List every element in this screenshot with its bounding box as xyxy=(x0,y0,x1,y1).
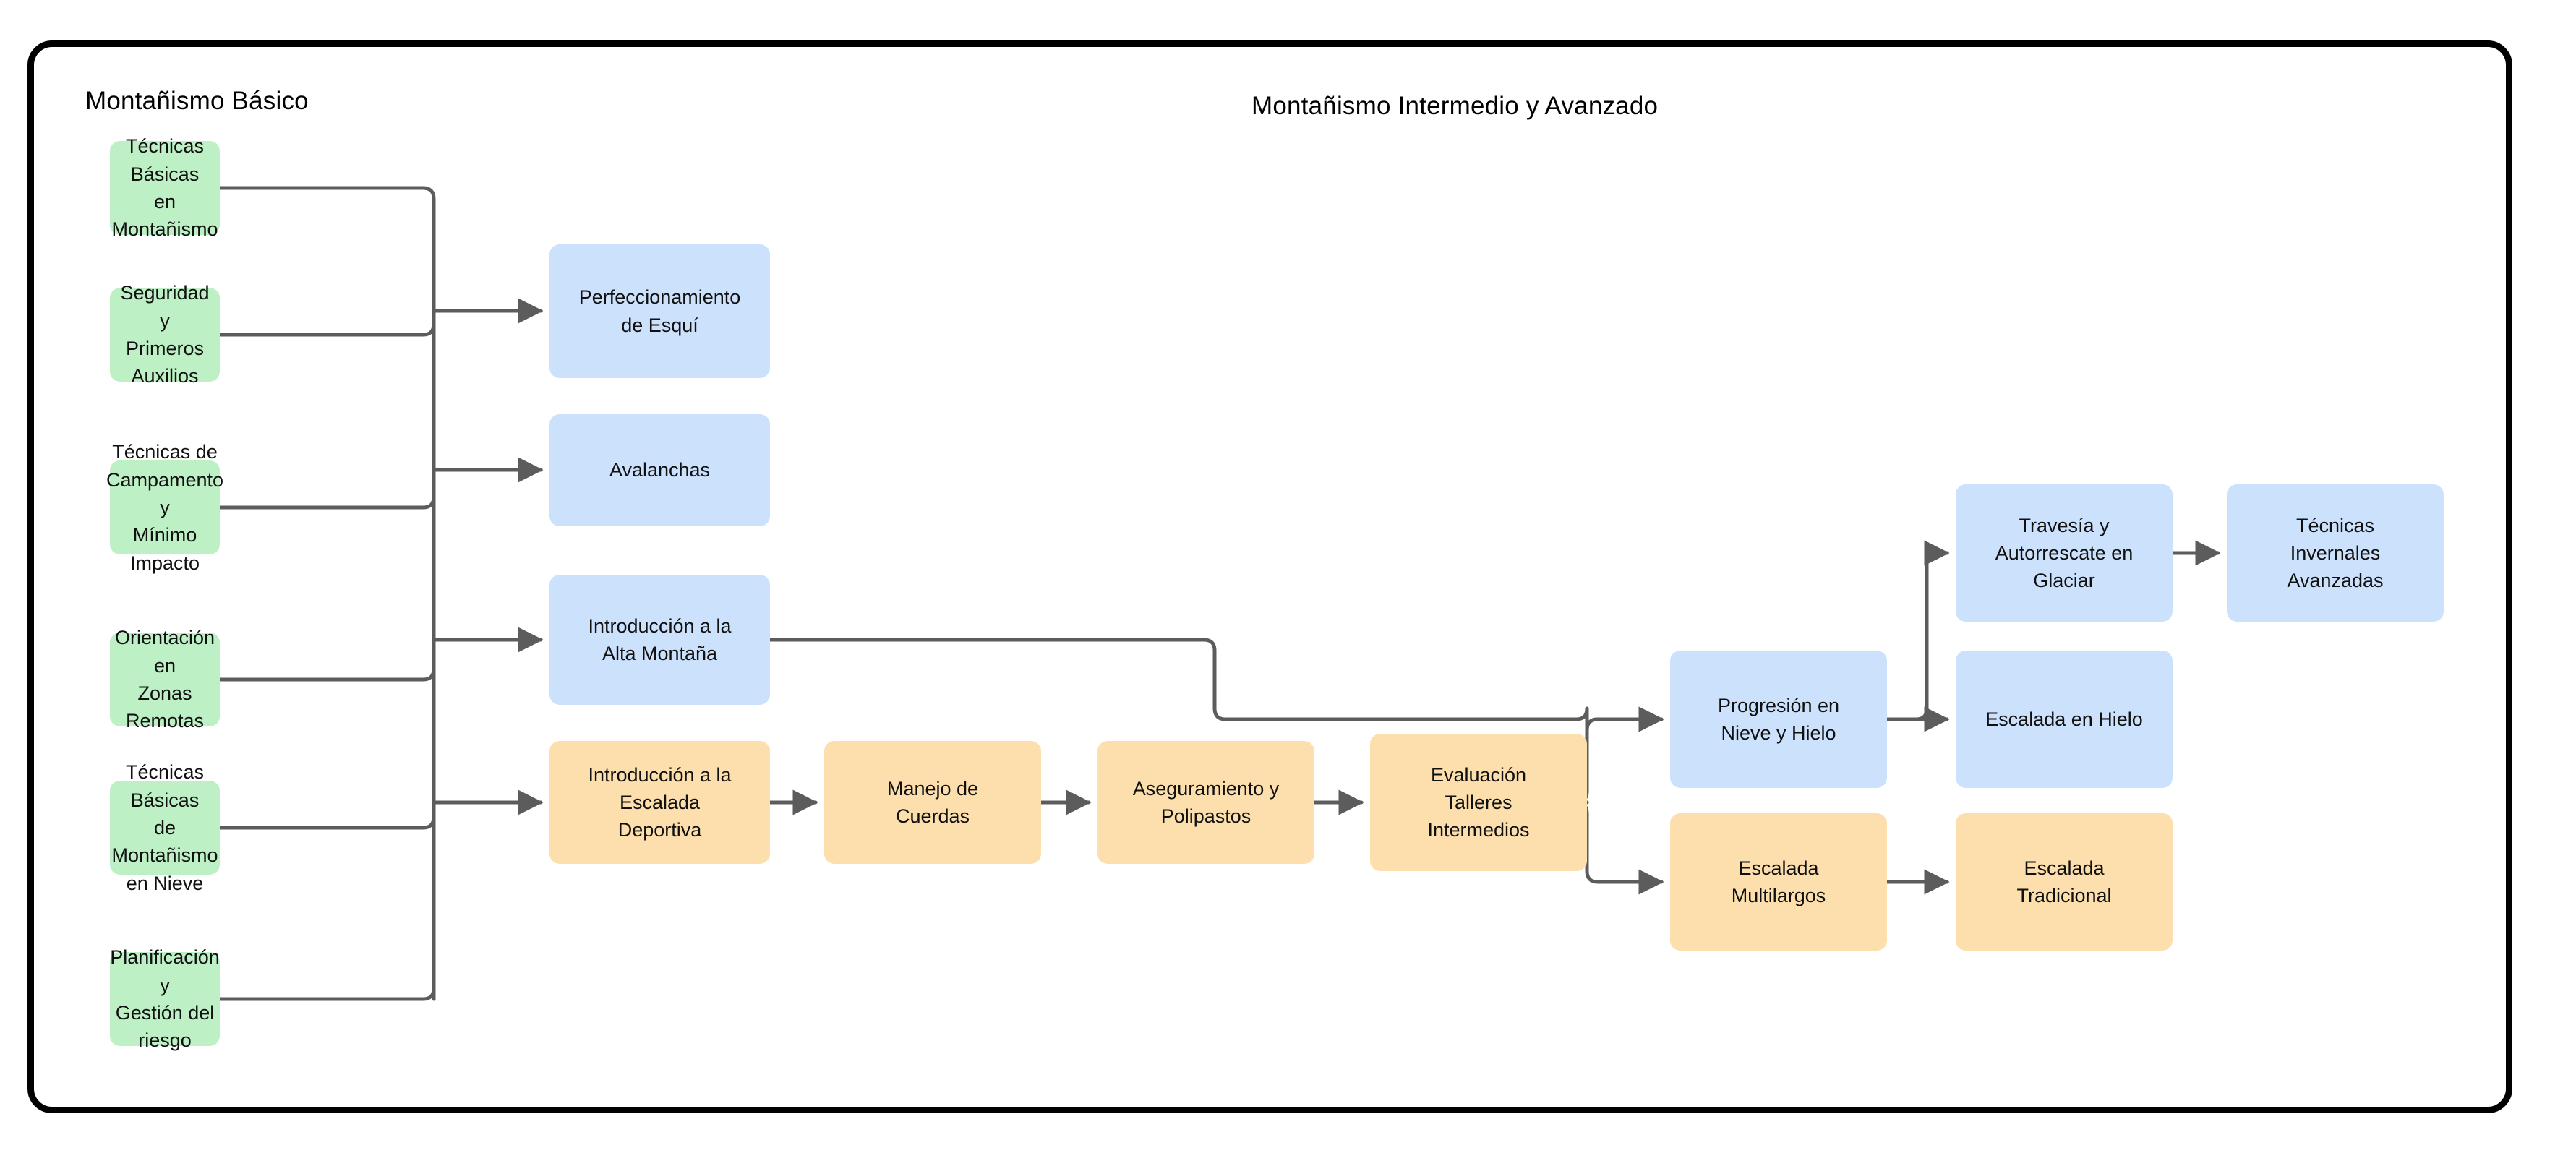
node-label: Travesía y Autorrescate en Glaciar xyxy=(1995,514,2134,592)
diagram-outer-frame xyxy=(27,40,2512,1113)
node-n11[interactable]: Manejo de Cuerdas xyxy=(824,741,1041,864)
node-n15[interactable]: Escalada Multilargos xyxy=(1670,813,1887,951)
node-n6[interactable]: Planificación y Gestión del riesgo xyxy=(110,946,220,1051)
node-n13[interactable]: Evaluación Talleres Intermedios xyxy=(1370,734,1587,871)
node-n8[interactable]: Avalanchas xyxy=(549,414,770,526)
node-label: Introducción a la Alta Montaña xyxy=(588,614,732,664)
section-title-basico: Montañismo Básico xyxy=(85,87,309,115)
node-label: Técnicas de Campamento y Mínimo Impacto xyxy=(106,441,224,574)
section-title-avanzado: Montañismo Intermedio y Avanzado xyxy=(1251,92,1659,120)
node-label: Técnicas Básicas de Montañismo en Nieve xyxy=(111,761,218,894)
node-label: Manejo de Cuerdas xyxy=(886,777,979,827)
node-label: Técnicas Básicas en Montañismo xyxy=(111,135,218,241)
node-n12[interactable]: Aseguramiento y Polipastos xyxy=(1097,741,1314,864)
node-n2[interactable]: Seguridad y Primeros Auxilios xyxy=(110,282,220,387)
node-n17[interactable]: Escalada en Hielo xyxy=(1956,651,2173,788)
node-n5[interactable]: Técnicas Básicas de Montañismo en Nieve xyxy=(110,761,220,894)
node-n14[interactable]: Progresión en Nieve y Hielo xyxy=(1670,651,1887,788)
node-label: Escalada Multilargos xyxy=(1731,857,1826,906)
node-n16[interactable]: Travesía y Autorrescate en Glaciar xyxy=(1956,484,2173,622)
node-label: Orientación en Zonas Remotas xyxy=(114,627,215,732)
node-label: Aseguramiento y Polipastos xyxy=(1132,777,1280,827)
node-n4[interactable]: Orientación en Zonas Remotas xyxy=(110,627,220,732)
node-label: Planificación y Gestión del riesgo xyxy=(110,946,220,1052)
node-label: Progresión en Nieve y Hielo xyxy=(1717,694,1840,744)
node-n18[interactable]: Escalada Tradicional xyxy=(1956,813,2173,951)
node-label: Escalada Tradicional xyxy=(2016,857,2112,906)
node-n3[interactable]: Técnicas de Campamento y Mínimo Impacto xyxy=(106,441,223,573)
node-n19[interactable]: Técnicas Invernales Avanzadas xyxy=(2227,484,2444,622)
node-label: Perfeccionamiento de Esquí xyxy=(578,286,741,336)
node-n10[interactable]: Introducción a la Escalada Deportiva xyxy=(549,741,770,864)
node-label: Técnicas Invernales Avanzadas xyxy=(2287,514,2384,592)
node-label: Evaluación Talleres Intermedios xyxy=(1427,763,1530,841)
node-n1[interactable]: Técnicas Básicas en Montañismo xyxy=(110,135,220,240)
node-label: Escalada en Hielo xyxy=(1985,708,2143,730)
node-label: Seguridad y Primeros Auxilios xyxy=(120,282,210,387)
node-label: Avalanchas xyxy=(609,459,711,481)
node-n9[interactable]: Introducción a la Alta Montaña xyxy=(549,575,770,705)
node-n7[interactable]: Perfeccionamiento de Esquí xyxy=(549,244,770,378)
node-label: Introducción a la Escalada Deportiva xyxy=(588,763,732,841)
